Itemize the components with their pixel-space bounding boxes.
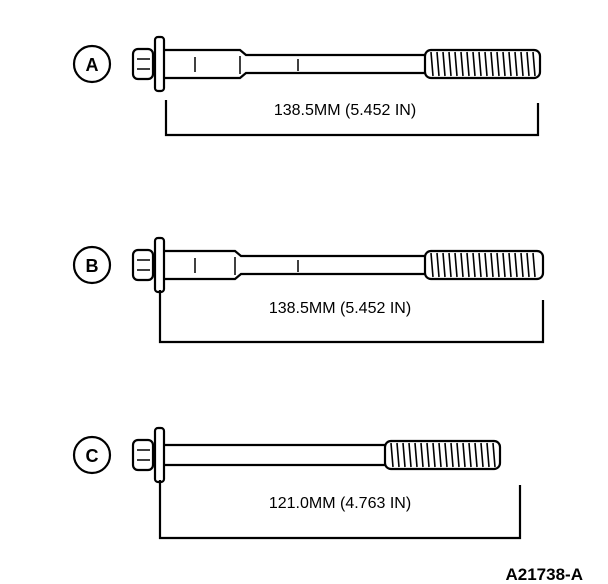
thread-line bbox=[526, 51, 530, 77]
bolt-head bbox=[131, 438, 155, 472]
thread-line bbox=[490, 51, 494, 77]
bolt-flange bbox=[153, 426, 166, 484]
thread-line bbox=[396, 442, 400, 468]
thread-line bbox=[526, 252, 530, 278]
thread-line bbox=[508, 51, 512, 77]
thread-line bbox=[532, 51, 536, 77]
thread-line bbox=[472, 252, 476, 278]
bolt-c bbox=[72, 426, 522, 540]
bolt-shank bbox=[164, 443, 385, 467]
thread-line bbox=[430, 51, 434, 77]
thread-line bbox=[466, 252, 470, 278]
thread-line bbox=[520, 252, 524, 278]
thread-line bbox=[442, 252, 446, 278]
bolt-a bbox=[72, 35, 542, 137]
thread-line bbox=[492, 442, 496, 468]
thread-line bbox=[486, 442, 490, 468]
thread-line bbox=[444, 442, 448, 468]
thread-line bbox=[454, 252, 458, 278]
thread-line bbox=[472, 51, 476, 77]
thread-line bbox=[520, 51, 524, 77]
dimension-bracket bbox=[158, 480, 522, 540]
thread-line bbox=[478, 252, 482, 278]
thread-line bbox=[514, 51, 518, 77]
thread-line bbox=[484, 252, 488, 278]
bolt-a-letter: A bbox=[86, 55, 99, 75]
thread-line bbox=[502, 51, 506, 77]
thread-line bbox=[462, 442, 466, 468]
thread-line bbox=[454, 51, 458, 77]
thread-line bbox=[430, 252, 434, 278]
bolt-flange bbox=[153, 35, 166, 93]
thread-line bbox=[456, 442, 460, 468]
bolt-shank bbox=[164, 249, 425, 281]
bolt-thread bbox=[383, 439, 502, 471]
thread-line bbox=[474, 442, 478, 468]
thread-line bbox=[432, 442, 436, 468]
thread-line bbox=[480, 442, 484, 468]
bolt-thread bbox=[423, 249, 545, 281]
thread-line bbox=[408, 442, 412, 468]
thread-line bbox=[442, 51, 446, 77]
thread-line bbox=[402, 442, 406, 468]
thread-line bbox=[420, 442, 424, 468]
figure-id: A21738-A bbox=[506, 565, 584, 584]
thread-line bbox=[484, 51, 488, 77]
bolt-head bbox=[131, 47, 155, 81]
callout-circle bbox=[72, 44, 112, 84]
thread-line bbox=[414, 442, 418, 468]
thread-line bbox=[436, 252, 440, 278]
bolt-b-letter: B bbox=[86, 256, 99, 276]
thread-line bbox=[514, 252, 518, 278]
callout-circle bbox=[72, 245, 112, 285]
bolt-shank bbox=[164, 48, 425, 80]
bolt-thread bbox=[423, 48, 542, 80]
bolt-b bbox=[72, 236, 545, 344]
thread-line bbox=[468, 442, 472, 468]
dimension-bracket bbox=[164, 100, 540, 137]
thread-line bbox=[466, 51, 470, 77]
thread-line bbox=[490, 252, 494, 278]
thread-line bbox=[496, 51, 500, 77]
bolt-c-letter: C bbox=[86, 446, 99, 466]
thread-line bbox=[532, 252, 536, 278]
thread-line bbox=[460, 252, 464, 278]
thread-line bbox=[496, 252, 500, 278]
thread-line bbox=[426, 442, 430, 468]
thread-line bbox=[390, 442, 394, 468]
thread-line bbox=[460, 51, 464, 77]
callout-circle bbox=[72, 435, 112, 475]
thread-line bbox=[448, 51, 452, 77]
bolt-flange bbox=[153, 236, 166, 294]
bolt-head bbox=[131, 248, 155, 282]
thread-line bbox=[448, 252, 452, 278]
thread-line bbox=[478, 51, 482, 77]
thread-line bbox=[436, 51, 440, 77]
dimension-bracket bbox=[158, 290, 545, 344]
thread-line bbox=[438, 442, 442, 468]
bolt-c-dimension: 121.0MM (4.763 IN) bbox=[269, 495, 411, 512]
bolt-b-dimension: 138.5MM (5.452 IN) bbox=[269, 300, 411, 317]
thread-line bbox=[508, 252, 512, 278]
thread-line bbox=[502, 252, 506, 278]
thread-line bbox=[450, 442, 454, 468]
bolt-a-dimension: 138.5MM (5.452 IN) bbox=[274, 102, 416, 119]
